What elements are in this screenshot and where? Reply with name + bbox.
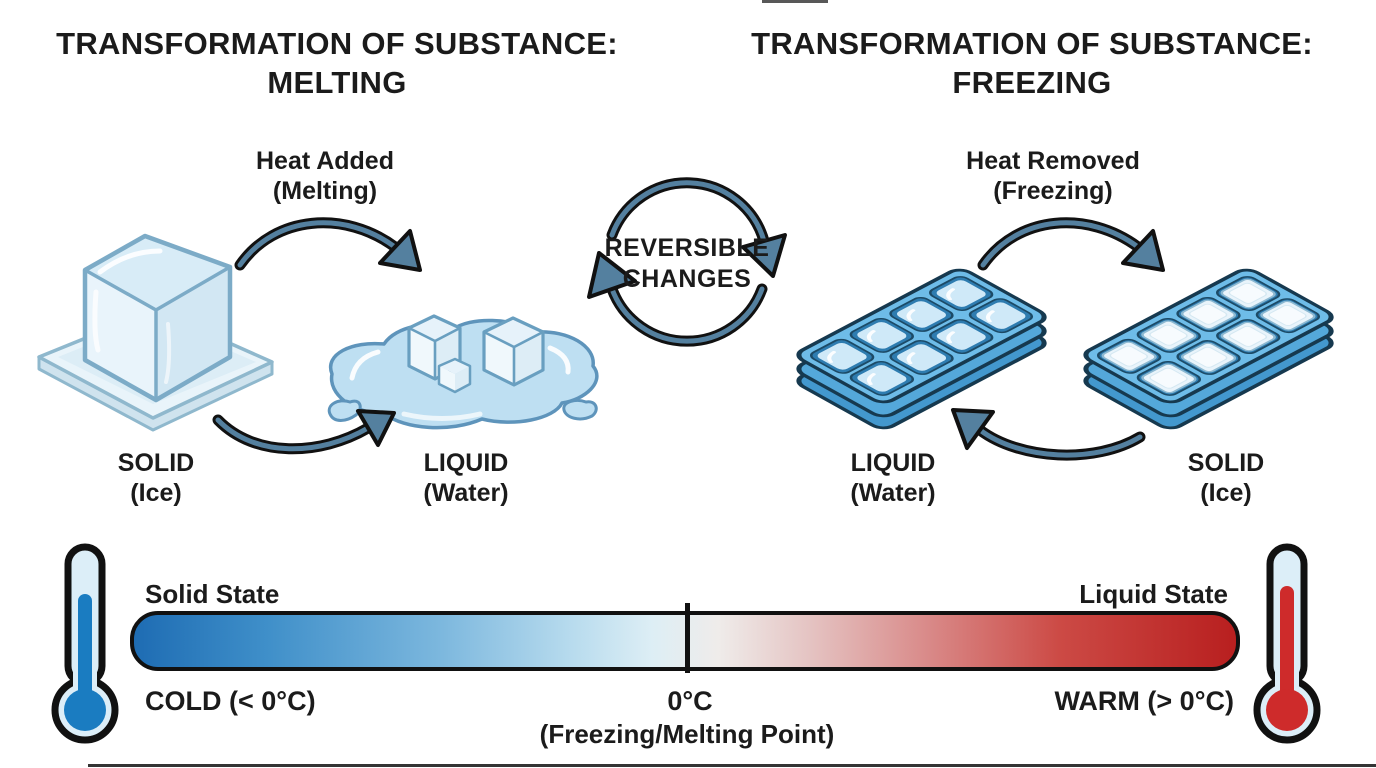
heat-removed-line1: Heat Removed [966,147,1140,175]
ice-tray-with-water-icon [796,268,1047,430]
liquid-water-right-line1: LIQUID [850,449,936,477]
liquid-water-left-line2: (Water) [423,479,509,507]
liquid-state-label: Liquid State [1079,579,1228,609]
tray-top [1083,268,1334,404]
solid-ice-right-line2: (Ice) [1200,479,1252,507]
reversible-line1: REVERSIBLE [604,234,770,262]
melting-from-label: SOLID (Ice) [118,448,194,508]
solid-ice-left-line2: (Ice) [130,479,182,507]
freezing-melting-point-label: (Freezing/Melting Point) [539,719,835,749]
zero-degree-label: 0°C [667,686,713,716]
solid-ice-right-line1: SOLID [1187,449,1265,477]
bottom-edge-line [88,764,1376,767]
melting-title-line2: MELTING [267,65,407,100]
ice-cube-on-platform-icon [37,233,274,432]
zero-degree-tick [685,603,690,673]
freezing-title-line1: TRANSFORMATION OF SUBSTANCE: [751,26,1313,61]
thermometer-mercury [64,594,106,731]
melting-to-label: LIQUID (Water) [423,448,508,508]
reversible-line2: CHANGES [622,265,752,293]
warm-label: WARM (> 0°C) [1054,686,1234,716]
thermometer-mercury [1266,586,1308,731]
heat-added-line1: Heat Added [256,147,394,175]
freezing-title: TRANSFORMATION OF SUBSTANCE: FREEZING [751,24,1313,102]
liquid-water-left-line1: LIQUID [423,449,509,477]
melting-title-line1: TRANSFORMATION OF SUBSTANCE: [56,26,618,61]
freezing-to-label: SOLID (Ice) [1188,448,1264,508]
heat-added-label: Heat Added (Melting) [256,146,394,206]
melting-cube-right [482,316,545,387]
ice-tray-with-ice-cubes-icon [1083,268,1334,430]
warm-thermometer-icon [1253,543,1321,744]
melting-cube-small [437,357,472,394]
liquid-water-right-line2: (Water) [850,479,936,507]
top-edge-line [762,0,828,3]
tray-top [796,268,1047,404]
cold-thermometer-icon [51,543,119,744]
melting-title: TRANSFORMATION OF SUBSTANCE: MELTING [56,24,618,102]
heat-removed-label: Heat Removed (Freezing) [966,146,1140,206]
ice-cells [1096,276,1321,396]
heat-added-line2: (Melting) [272,177,378,205]
cold-label: COLD (< 0°C) [145,686,316,716]
reversible-changes-label: REVERSIBLE CHANGES [605,233,770,295]
solid-state-label: Solid State [145,579,280,609]
melted-water-puddle-icon [327,314,599,430]
freezing-from-label: LIQUID (Water) [850,448,935,508]
solid-ice-left-line1: SOLID [117,449,195,477]
freezing-title-line2: FREEZING [952,65,1112,100]
melting-heat-arrow [234,217,422,272]
water-cells [809,276,1034,396]
heat-removed-line2: (Freezing) [993,177,1113,205]
ice-cube [82,233,233,403]
